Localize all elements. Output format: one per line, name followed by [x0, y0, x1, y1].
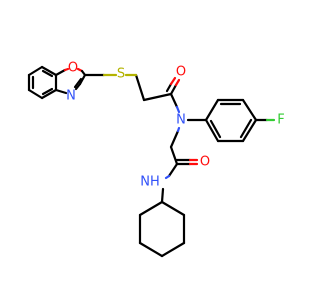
- atom-label-s: S: [117, 67, 125, 82]
- bond: [134, 73, 146, 102]
- bond: [142, 92, 173, 102]
- atom-label-n-ring: N: [66, 89, 76, 104]
- atom-label-o-carbonyl-1: O: [176, 65, 186, 80]
- molecule-structure: O N S O N F O NH: [27, 61, 285, 258]
- bond: [63, 67, 70, 72]
- bond: [239, 118, 253, 139]
- bond: [160, 200, 186, 217]
- bond: [41, 69, 54, 78]
- atom-oxygen-ring: O: [68, 61, 78, 76]
- bond: [74, 82, 82, 91]
- atom-nitrogen-ring: N: [66, 89, 76, 104]
- bond: [241, 98, 258, 122]
- atom-label-o-carbonyl-2: O: [200, 155, 210, 170]
- atom-carbonyl-oxygen-1: O: [176, 65, 186, 80]
- bond: [27, 65, 44, 77]
- bond: [40, 65, 58, 77]
- atom-sulfur: S: [102, 67, 138, 82]
- atom-labels: O N S O N F O NH: [66, 61, 285, 190]
- bond: [27, 88, 44, 100]
- bond: [160, 187, 165, 204]
- atom-label-n-amide: N: [176, 113, 186, 128]
- atom-label-nh: NH: [140, 175, 160, 190]
- bond: [176, 126, 181, 133]
- bond: [40, 88, 58, 100]
- bond: [204, 118, 220, 143]
- bond: [164, 174, 171, 180]
- bond: [169, 145, 179, 166]
- atom-carbonyl-oxygen-2: O: [200, 155, 210, 170]
- atom-amide-nitrogen: N: [175, 105, 186, 133]
- bond: [160, 241, 186, 258]
- atom-fluorine: F: [277, 113, 284, 128]
- bond: [73, 77, 83, 89]
- bond: [241, 118, 258, 143]
- atom-label-f: F: [277, 113, 284, 128]
- bond: [169, 76, 177, 86]
- bond: [138, 200, 164, 217]
- bond: [167, 162, 179, 178]
- bond: [169, 92, 179, 109]
- bonds: [27, 65, 276, 258]
- bond: [169, 83, 178, 96]
- bond: [165, 82, 173, 93]
- bond: [138, 241, 164, 258]
- atom-label-o-ring: O: [68, 61, 78, 76]
- atom-nh: NH: [140, 174, 171, 190]
- bond: [54, 68, 67, 77]
- bond: [204, 98, 220, 122]
- bond: [78, 73, 87, 86]
- bond: [54, 88, 68, 95]
- bond: [174, 78, 181, 87]
- bond: [209, 119, 222, 139]
- bond: [169, 129, 180, 149]
- bond: [41, 87, 54, 96]
- bond: [175, 105, 181, 114]
